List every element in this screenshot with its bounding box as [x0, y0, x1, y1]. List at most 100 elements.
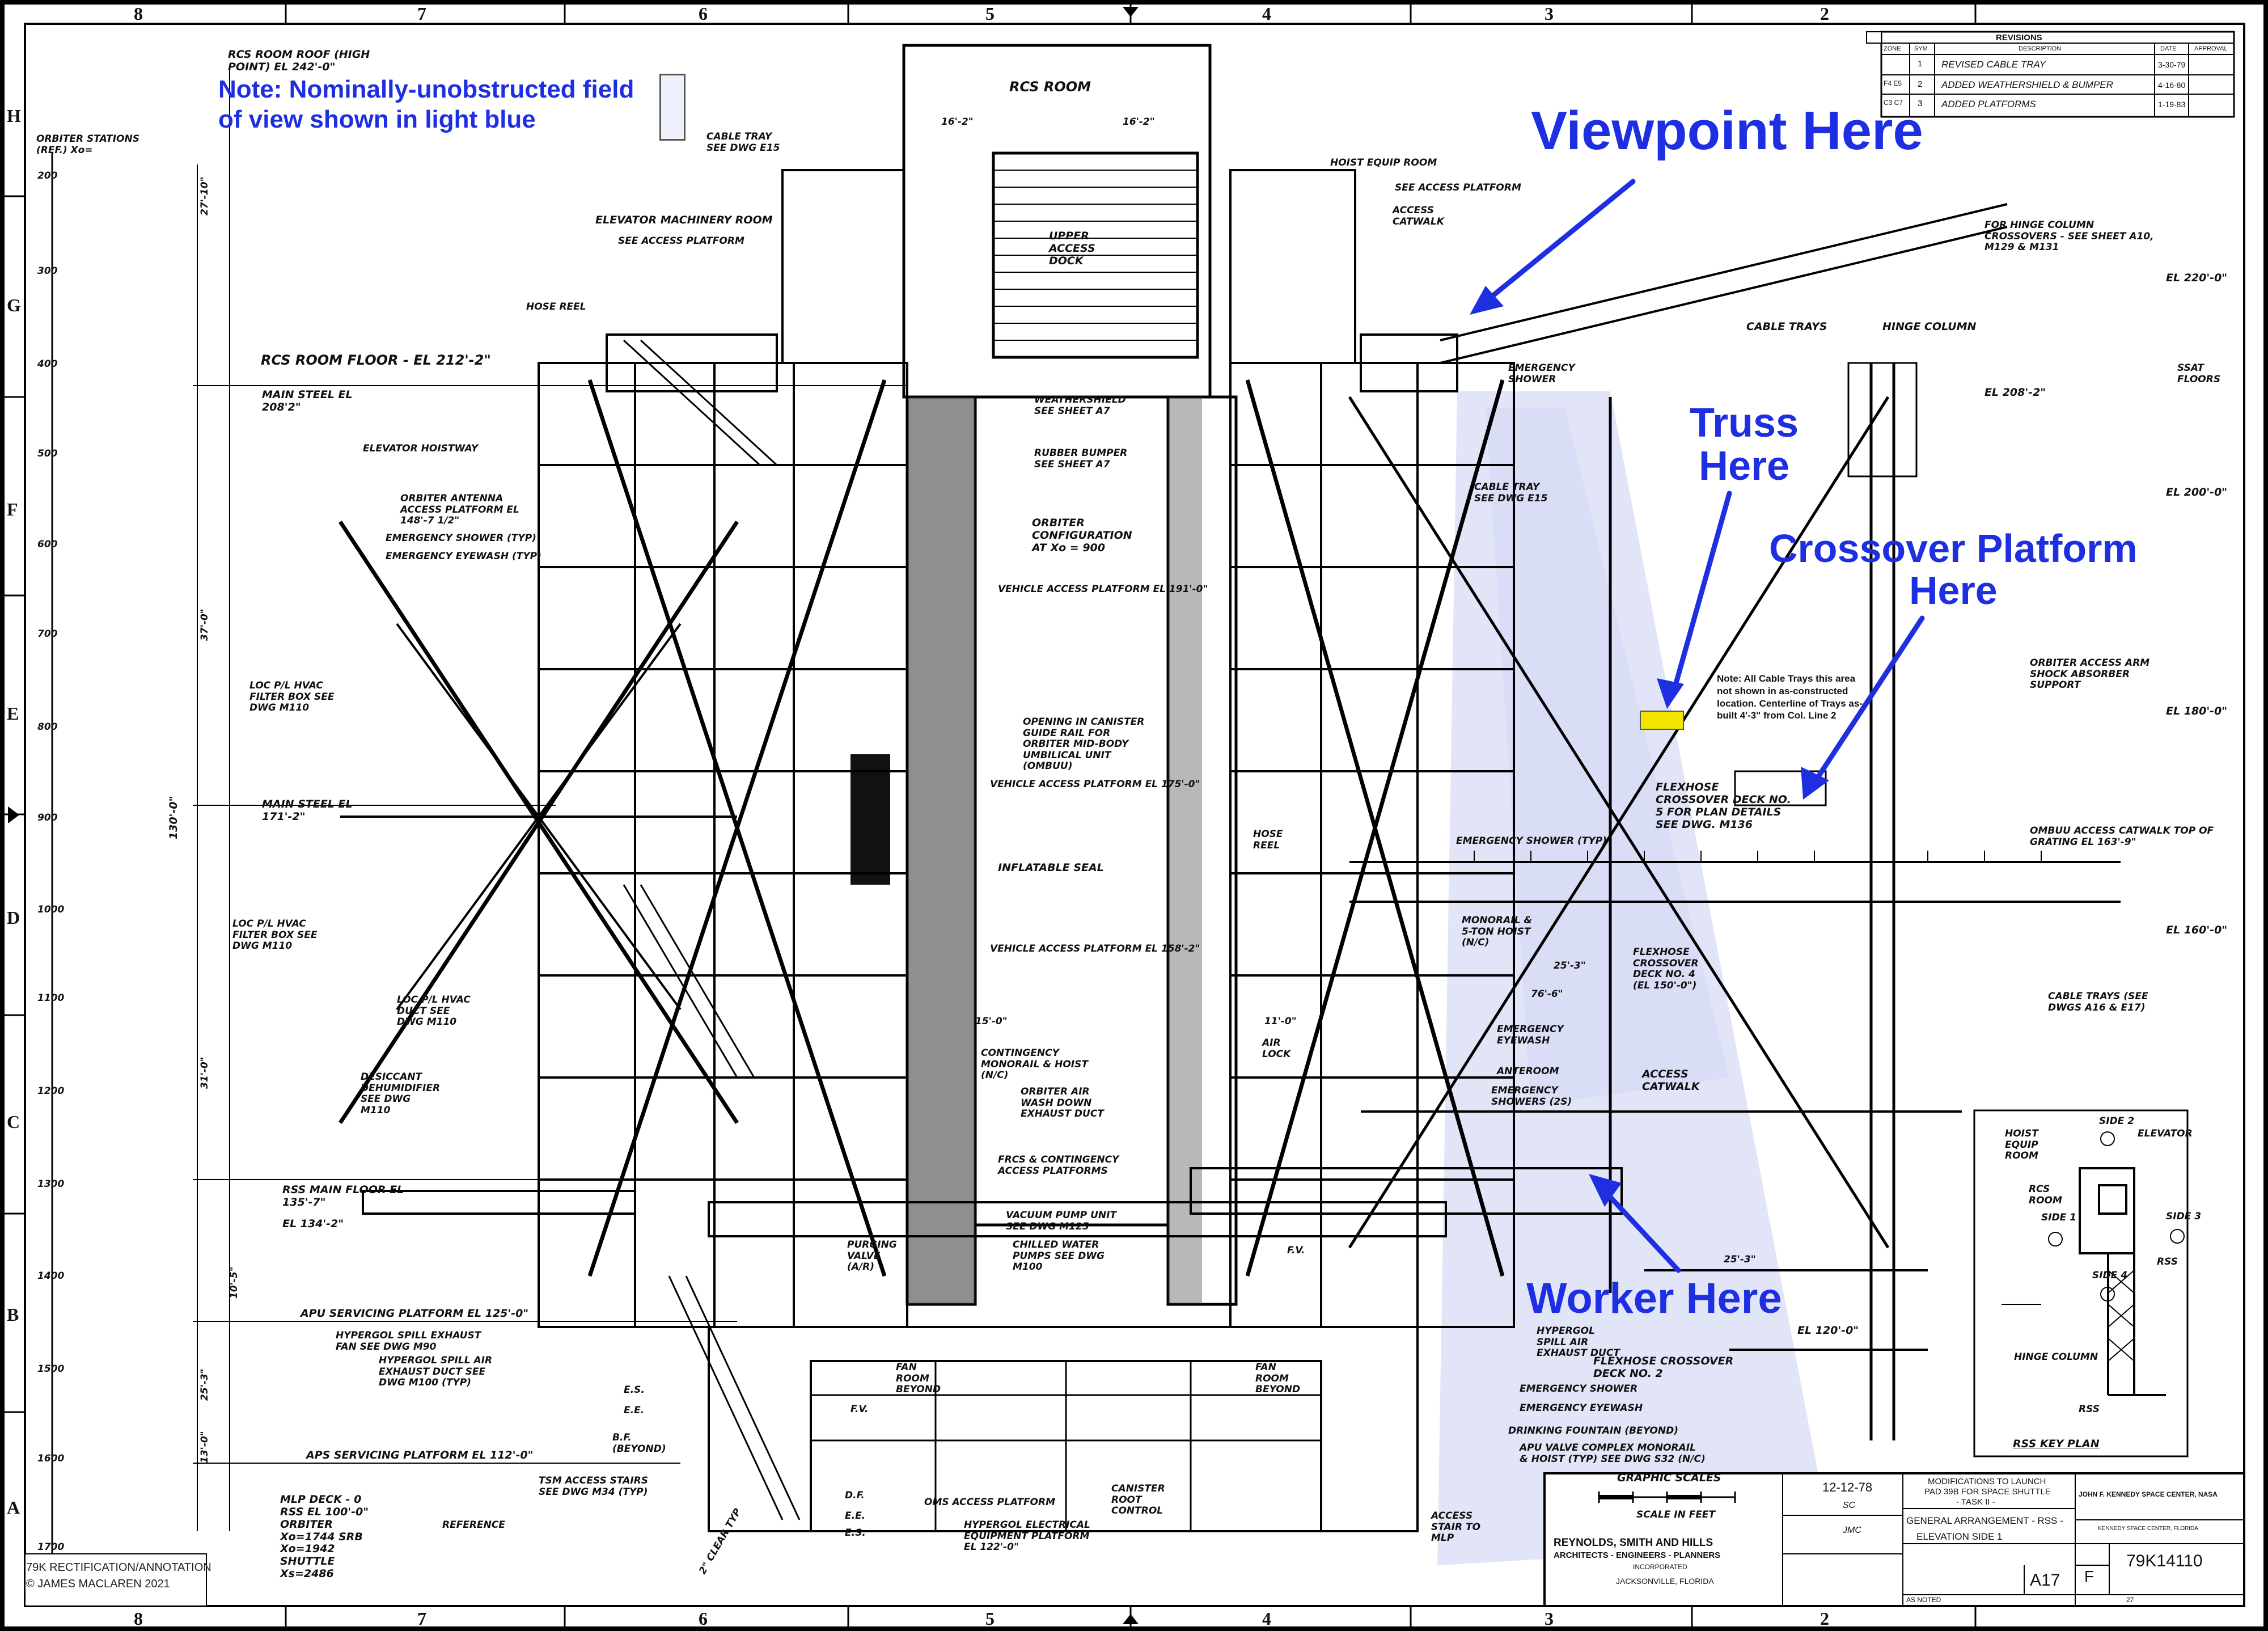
label-flexhose-deck-2: FLEXHOSE CROSSOVER DECK NO. 2	[1593, 1355, 1734, 1380]
firm-name: REYNOLDS, SMITH AND HILLS	[1554, 1537, 1713, 1549]
label-rcs-room: RCS ROOM	[1009, 79, 1091, 95]
sheet-count: 27	[2126, 1596, 2134, 1604]
elevation-180: EL 180'-0"	[2166, 705, 2228, 717]
callout-crossover: Crossover Platform Here	[1769, 526, 2138, 613]
label-es-center: E.S.	[845, 1527, 866, 1539]
project-line-1: MODIFICATIONS TO LAUNCH	[1928, 1477, 2046, 1486]
keyplan-side-2: SIDE 2	[2099, 1115, 2135, 1127]
rev-header-date: DATE	[2160, 45, 2177, 52]
station-1300: 1300	[37, 1178, 65, 1190]
project-line-3: - TASK II -	[1956, 1497, 1995, 1507]
dim-27-10: 27'-10"	[199, 176, 210, 216]
label-access-catwalk-top: ACCESS CATWALK	[1393, 205, 1444, 227]
label-fv-right: F.V.	[1287, 1245, 1305, 1256]
drawing-size: F	[2084, 1567, 2094, 1585]
label-cable-trays-a16: CABLE TRAYS (SEE DWGS A16 & E17)	[2048, 991, 2148, 1013]
label-cable-tray-e15: CABLE TRAY SEE DWG E15	[706, 131, 780, 154]
zone-d: D	[7, 907, 20, 928]
zone-3-bottom: 3	[1545, 1608, 1554, 1629]
apu-servicing-platform: APU SERVICING PLATFORM EL 125'-0"	[301, 1307, 529, 1320]
field-of-view-note: Note: Nominally-unobstructed field of vi…	[218, 75, 634, 133]
elevation-208: EL 208'-2"	[1984, 386, 2046, 399]
dim-13-0: 13'-0"	[199, 1431, 210, 1463]
label-vehicle-access-175: VEHICLE ACCESS PLATFORM EL 175'-0"	[990, 779, 1200, 790]
credit-line-2: © JAMES MACLAREN 2021	[26, 1578, 170, 1590]
label-bf-beyond: B.F. (BEYOND)	[612, 1432, 666, 1455]
zone-f: F	[7, 499, 18, 519]
keyplan-title: RSS KEY PLAN	[2013, 1438, 2100, 1450]
dim-37-0: 37'-0"	[199, 609, 210, 641]
rev-1-desc: REVISED CABLE TRAY	[1941, 59, 2046, 70]
zone-4: 4	[1262, 3, 1271, 24]
label-hypergol-electrical: HYPERGOL ELECTRICAL EQUIPMENT PLATFORM E…	[964, 1519, 1090, 1553]
field-of-view-swatch	[659, 74, 686, 141]
rev-2-zone: F4 E5	[1884, 79, 1902, 87]
zone-5-bottom: 5	[985, 1608, 995, 1629]
label-inflatable-seal: INFLATABLE SEAL	[998, 861, 1104, 874]
zone-3: 3	[1545, 3, 1554, 24]
label-contingency-monorail: CONTINGENCY MONORAIL & HOIST (N/C)	[981, 1047, 1088, 1081]
label-tsm-access-stairs: TSM ACCESS STAIRS SEE DWG M34 (TYP)	[539, 1475, 649, 1498]
label-fan-room-right: FAN ROOM BEYOND	[1255, 1362, 1301, 1396]
rev-2-sym: 2	[1918, 79, 1923, 89]
station-400: 400	[37, 358, 58, 370]
rev-header-approval: APPROVAL	[2194, 45, 2228, 52]
zone-7: 7	[417, 3, 426, 24]
rcs-roof-elevation: RCS ROOM ROOF (HIGH POINT) EL 242'-0"	[228, 48, 370, 73]
zone-b: B	[7, 1304, 19, 1325]
rev-3-sym: 3	[1918, 99, 1923, 108]
label-apu-valve-complex: APU VALVE COMPLEX MONORAIL & HOIST (TYP)…	[1520, 1442, 1706, 1465]
label-hvac-filter-box-lower: LOC P/L HVAC FILTER BOX SEE DWG M110	[232, 918, 318, 952]
dim-16-2-left: 16'-2"	[941, 116, 974, 128]
label-hypergol-spill-duct-right: HYPERGOL SPILL AIR EXHAUST DUCT	[1537, 1325, 1620, 1359]
firm-location: JACKSONVILLE, FLORIDA	[1616, 1577, 1714, 1586]
credit-line-1: 79K RECTIFICATION/ANNOTATION	[26, 1561, 211, 1574]
keyplan-rss-upper: RSS	[2157, 1256, 2178, 1267]
zone-6: 6	[699, 3, 708, 24]
callout-worker: Worker Here	[1526, 1274, 1782, 1322]
label-graphic-scales: GRAPHIC SCALES	[1617, 1472, 1721, 1484]
label-access-stair-mlp: ACCESS STAIR TO MLP	[1431, 1510, 1481, 1544]
label-emergency-showers-2s: EMERGENCY SHOWERS (2S)	[1491, 1085, 1572, 1108]
label-canister-guide-rail: OPENING IN CANISTER GUIDE RAIL FOR ORBIT…	[1023, 716, 1145, 772]
zone-5: 5	[985, 3, 995, 24]
label-vehicle-access-158: VEHICLE ACCESS PLATFORM EL 158'-2"	[990, 943, 1200, 954]
callout-viewpoint: Viewpoint Here	[1531, 100, 1923, 161]
zone-a: A	[7, 1497, 20, 1518]
station-200: 200	[37, 170, 58, 181]
rev-header-sym: SYM	[1914, 45, 1928, 52]
label-vehicle-access-191: VEHICLE ACCESS PLATFORM EL 191'-0"	[998, 584, 1208, 595]
rev-2-desc: ADDED WEATHERSHIELD & BUMPER	[1941, 79, 2113, 90]
firm-disciplines: ARCHITECTS - ENGINEERS - PLANNERS	[1554, 1550, 1721, 1560]
label-upper-access-dock: UPPER ACCESS DOCK	[1049, 230, 1095, 267]
label-anteroom: ANTEROOM	[1497, 1066, 1559, 1077]
label-emergency-shower-typ: EMERGENCY SHOWER (TYP)	[386, 533, 536, 544]
station-1700: 1700	[37, 1541, 65, 1553]
label-mlp-deck: MLP DECK - 0 RSS EL 100'-0" ORBITER Xo=1…	[280, 1493, 369, 1581]
zone-c: C	[7, 1112, 20, 1132]
dim-16-2-right: 16'-2"	[1123, 116, 1155, 128]
drawing-number: 79K14110	[2126, 1552, 2203, 1570]
label-drinking-fountain: DRINKING FOUNTAIN (BEYOND)	[1508, 1425, 1678, 1436]
label-hvac-duct: LOC P/L HVAC DUCT SEE DWG M110	[397, 994, 471, 1028]
label-es-left: E.S.	[624, 1384, 645, 1396]
sheet-number: A17	[2030, 1571, 2060, 1590]
label-emergency-shower-top: EMERGENCY SHOWER	[1508, 362, 1575, 385]
cable-tray-note: Note: All Cable Trays this area not show…	[1717, 673, 1863, 721]
label-elevator-hoistway: ELEVATOR HOISTWAY	[363, 443, 479, 454]
label-vacuum-pump: VACUUM PUMP UNIT SEE DWG M125	[1006, 1210, 1117, 1232]
zone-g: G	[7, 295, 21, 315]
label-ee-center: E.E.	[845, 1510, 866, 1522]
zone-6-bottom: 6	[699, 1608, 708, 1629]
station-600: 600	[37, 539, 58, 550]
label-weathershield: WEATHERSHIELD SEE SHEET A7	[1034, 394, 1126, 417]
elevation-120: EL 120'-0"	[1797, 1324, 1859, 1337]
drawn-by: SC	[1843, 1501, 1856, 1510]
label-scale-in-feet: SCALE IN FEET	[1636, 1509, 1716, 1520]
agency-name: JOHN F. KENNEDY SPACE CENTER, NASA	[2079, 1490, 2218, 1498]
main-steel-171: MAIN STEEL EL 171'-2"	[262, 798, 353, 823]
label-flexhose-deck-5: FLEXHOSE CROSSOVER DECK NO. 5 FOR PLAN D…	[1656, 781, 1791, 831]
keyplan-side-1: SIDE 1	[2041, 1212, 2077, 1223]
revisions-title: REVISIONS	[1996, 33, 2042, 43]
label-hypergol-spill-duct: HYPERGOL SPILL AIR EXHAUST DUCT SEE DWG …	[379, 1355, 493, 1389]
